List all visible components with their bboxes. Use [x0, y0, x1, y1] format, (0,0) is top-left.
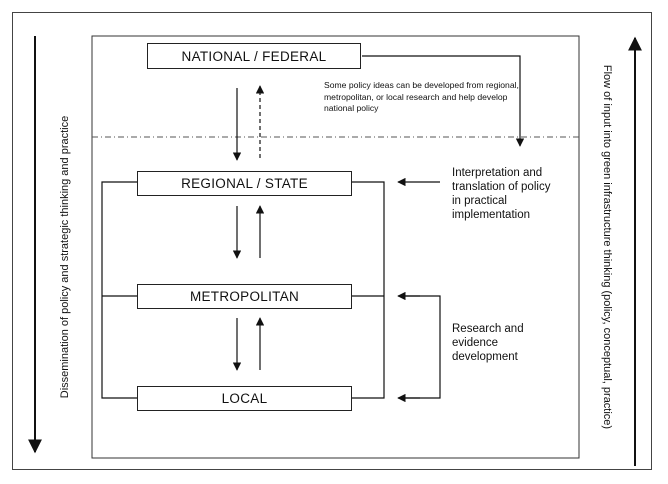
regional-state-label: REGIONAL / STATE	[181, 176, 308, 191]
left-bracket	[101, 181, 137, 399]
research-note: Research and evidence development	[452, 323, 524, 363]
local-label: LOCAL	[221, 391, 268, 406]
local-box: LOCAL	[137, 386, 352, 411]
inner-box	[91, 35, 580, 459]
figure-frame	[12, 12, 652, 470]
right-side-label: Flow of input into green infrastructure …	[601, 64, 613, 430]
metropolitan-label: METROPOLITAN	[189, 289, 300, 304]
national-note-arrow	[362, 55, 525, 147]
interpretation-note: Interpretation and translation of policy…	[452, 167, 551, 221]
left-side-label: Dissemination of policy and strategic th…	[59, 115, 71, 399]
national-federal-label: NATIONAL / FEDERAL	[181, 48, 327, 64]
national-federal-box: NATIONAL / FEDERAL	[147, 43, 361, 69]
regional-state-box: REGIONAL / STATE	[137, 171, 352, 196]
research-bracket	[400, 295, 441, 399]
metropolitan-box: METROPOLITAN	[137, 284, 352, 309]
national-input-note: Some policy ideas can be developed from …	[324, 80, 519, 113]
right-bracket	[352, 181, 385, 399]
